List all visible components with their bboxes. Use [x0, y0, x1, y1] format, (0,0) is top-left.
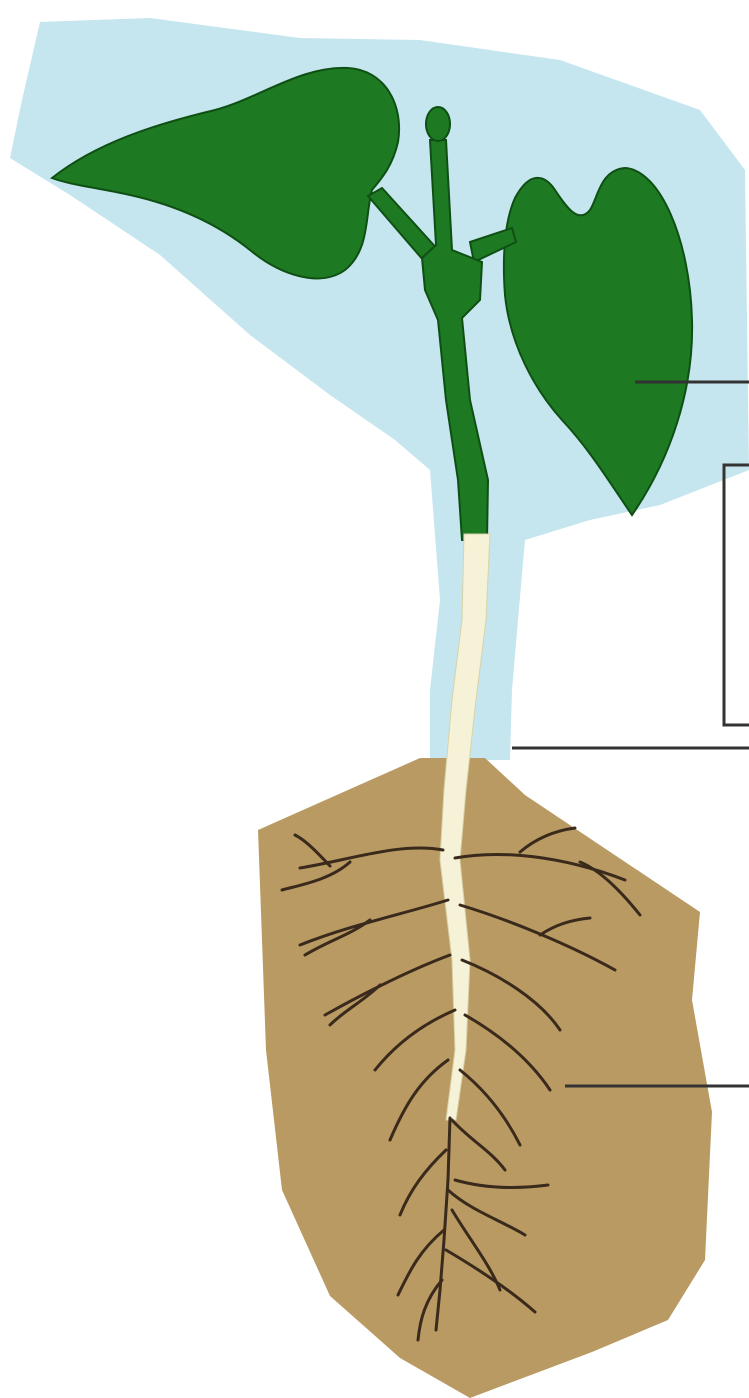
stem-bud	[426, 107, 450, 141]
bracket-stem	[724, 465, 749, 725]
